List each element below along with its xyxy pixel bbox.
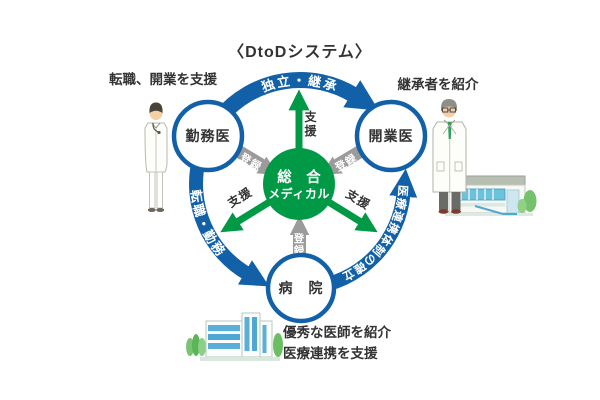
center-label-line1: 総 合 [277, 168, 321, 186]
register-label-bottom: 登録 [293, 232, 306, 257]
flow-label-job-change: 転職・勤務 [188, 189, 229, 260]
annotation-top-right: 継承者を紹介 [398, 76, 479, 92]
support-label-up: 支援 [303, 109, 317, 138]
center-circle [263, 148, 335, 220]
register-arrow-from-owner [320, 145, 365, 176]
annotation-bottom-line2: 医療連携を支援 [283, 345, 378, 361]
center-sogo-medical: 総 合 メディカル [263, 148, 335, 220]
node-practice-owner-label: 開業医 [369, 128, 414, 144]
page-title: 〈DtoDシステム〉 [228, 43, 372, 61]
flow-label-independence: 独立・継承 [260, 73, 341, 95]
senior-doctor-illustration [432, 99, 467, 214]
node-practice-owner-circle [354, 99, 428, 173]
annotation-top-left: 転職、開業を支援 [109, 71, 217, 87]
flow-arc-independence [214, 72, 379, 123]
register-arrow-from-employed [234, 145, 279, 176]
support-arrow-lower-right [325, 198, 378, 233]
flow-arc-job-change [189, 159, 270, 287]
node-employed-doctor-circle [171, 99, 245, 173]
center-label-line2: メディカル [268, 186, 330, 201]
annotation-bottom-line1: 優秀な医師を紹介 [282, 324, 391, 340]
nodes: 勤務医 開業医 病 院 [171, 99, 428, 324]
support-label-lower-left: 支援 [224, 184, 255, 211]
node-hospital-circle [265, 252, 337, 324]
young-doctor-illustration [144, 102, 168, 212]
hospital-building-illustration [186, 312, 283, 361]
node-hospital-label: 病 院 [279, 280, 324, 296]
node-employed-doctor-label: 勤務医 [186, 128, 231, 144]
support-label-lower-right: 支援 [342, 185, 373, 212]
support-arrow-lower-left [220, 198, 273, 233]
